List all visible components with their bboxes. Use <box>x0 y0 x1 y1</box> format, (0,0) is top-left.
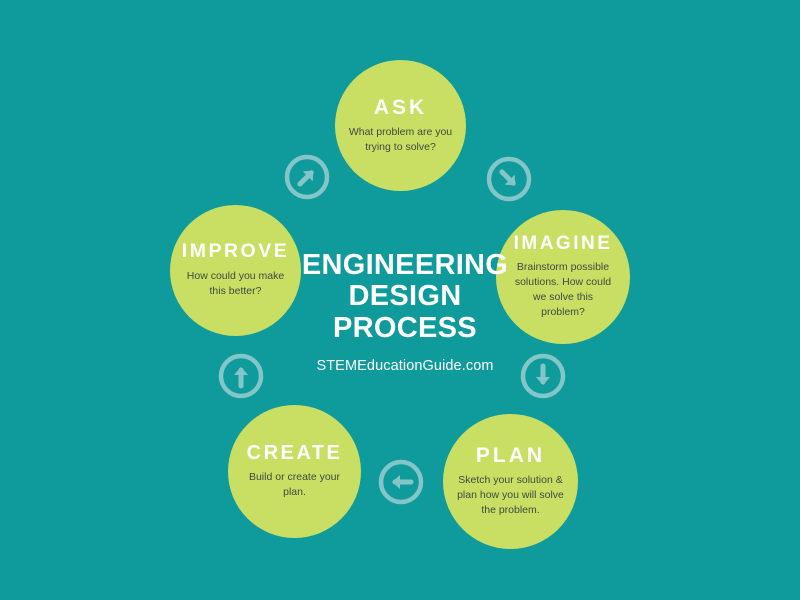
arrow-up-right-icon <box>283 153 331 201</box>
step-circle-imagine: IMAGINE Brainstorm possible solutions. H… <box>496 210 630 344</box>
step-circle-improve: IMPROVE How could you make this better? <box>170 205 301 336</box>
step-title-imagine: IMAGINE <box>513 233 613 255</box>
step-description-ask: What problem are you trying to solve? <box>348 125 453 153</box>
step-circle-plan: PLAN Sketch your solution & plan how you… <box>443 414 578 549</box>
step-description-imagine: Brainstorm possible solutions. How could… <box>514 261 612 318</box>
step-circle-create: CREATE Build or create your plan. <box>228 405 361 538</box>
step-description-create: Build or create your plan. <box>248 471 341 498</box>
step-title-create: CREATE <box>246 442 343 465</box>
step-title-ask: ASK <box>373 95 428 119</box>
arrow-down-right-icon <box>485 155 533 203</box>
step-circle-ask: ASK What problem are you trying to solve… <box>335 60 466 191</box>
step-title-plan: PLAN <box>475 444 546 468</box>
step-description-plan: Sketch your solution & plan how you will… <box>457 474 564 516</box>
arrow-left-icon <box>377 458 425 506</box>
step-description-improve: How could you make this better? <box>186 269 285 297</box>
arrow-down-icon <box>519 352 567 400</box>
center-title-block: ENGINEERING DESIGN PROCESS STEMEducation… <box>290 249 520 374</box>
page-title: ENGINEERING DESIGN PROCESS <box>301 249 509 344</box>
arrow-up-icon <box>217 352 265 400</box>
step-title-improve: IMPROVE <box>181 240 290 263</box>
source-url: STEMEducationGuide.com <box>316 357 494 374</box>
